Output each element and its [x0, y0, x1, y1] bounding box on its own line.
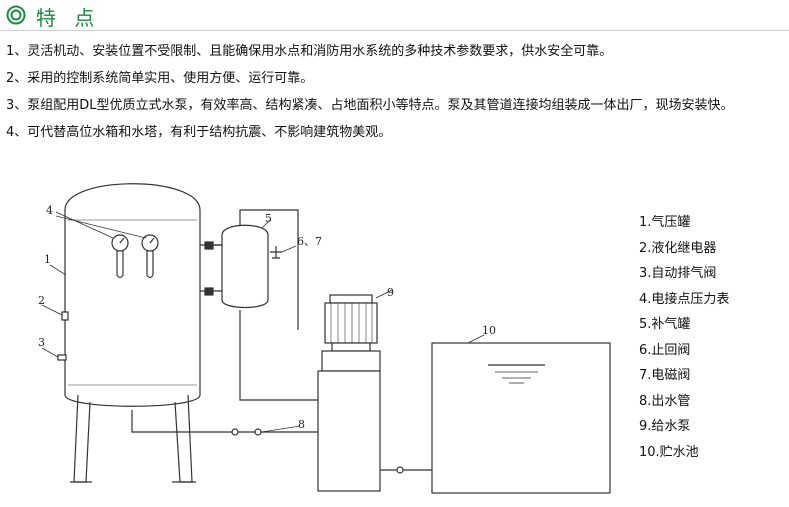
water-reservoir [431, 342, 611, 494]
feature-item-1: 1、灵活机动、安装位置不受限制、且能确保用水点和消防用水系统的多种技术参数要求，… [6, 44, 613, 59]
callout-3: 3 [38, 336, 45, 349]
motor [324, 302, 378, 344]
legend-item: 10.贮水池 [639, 444, 699, 460]
system-diagram: 1 2 3 4 5 6、7 8 9 10 [38, 183, 611, 494]
legend-item: 6.止回阀 [639, 342, 691, 358]
legend-item: 9.给水泵 [639, 419, 691, 434]
pressure-tank [64, 183, 201, 407]
feature-item-2: 2、采用的控制系统简单实用、使用方便、运行可靠。 [6, 71, 314, 86]
callout-1: 1 [44, 253, 51, 266]
callout-6-7: 6、7 [297, 235, 322, 248]
header-divider [0, 30, 789, 31]
refill-tank [221, 224, 269, 309]
legend-item: 2.液化继电器 [639, 240, 717, 256]
callout-8: 8 [298, 418, 305, 431]
pump-body [321, 350, 381, 372]
diagram-legend: 1.气压罐 2.液化继电器 3.自动排气阀 4.电接点压力表 5.补气罐 6.止… [639, 210, 779, 465]
tank-leg [174, 394, 193, 483]
exhaust-valve [57, 354, 67, 361]
callout-5: 5 [265, 212, 272, 225]
callout-10: 10 [482, 324, 496, 337]
feature-item-3: 3、泵组配用DL型优质立式水泵，有效率高、结构紧凑、占地面积小等特点。泵及其管道… [6, 98, 734, 113]
legend-item: 8.出水管 [639, 393, 691, 409]
feature-list: 1、灵活机动、安装位置不受限制、且能确保用水点和消防用水系统的多种技术参数要求，… [6, 38, 786, 146]
legend-item: 5.补气罐 [639, 317, 691, 332]
check-valve [270, 246, 282, 259]
liquid-relay [61, 311, 69, 321]
motor-top [329, 294, 373, 304]
legend-item: 7.电磁阀 [639, 368, 691, 383]
legend-item: 3.自动排气阀 [639, 266, 717, 281]
callout-4: 4 [46, 204, 53, 217]
section-title: 特 点 [36, 6, 101, 30]
callout-2: 2 [38, 294, 45, 307]
legend-item: 4.电接点压力表 [639, 291, 730, 307]
pressure-gauge-icon [141, 234, 159, 279]
legend-item: 1.气压罐 [639, 215, 691, 230]
section-header: 特 点 [0, 0, 789, 31]
callout-9: 9 [387, 286, 394, 299]
tank-leg [73, 394, 91, 483]
pressure-gauge-icon [111, 234, 129, 279]
feature-item-4: 4、可代替高位水箱和水塔，有利于结构抗震、不影响建筑物美观。 [6, 125, 392, 140]
double-circle-icon [6, 5, 26, 25]
